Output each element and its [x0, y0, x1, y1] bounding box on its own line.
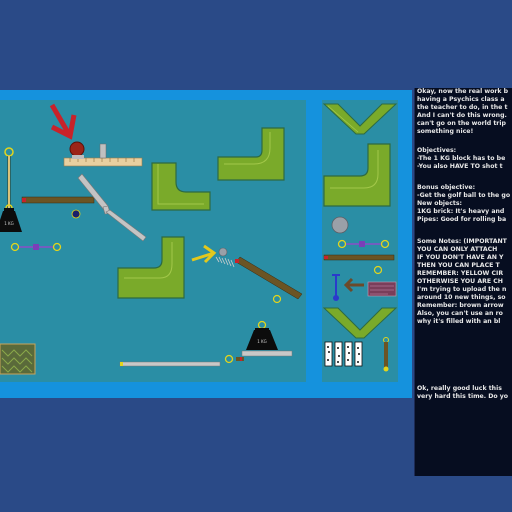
instruction-line: Bonus objective:: [417, 184, 476, 191]
weight-label-left: 1 KG: [4, 221, 14, 226]
plank-left[interactable]: [21, 196, 95, 204]
part-vertical-stick[interactable]: [383, 337, 389, 372]
instruction-line: Also, you can't use an ro: [417, 310, 503, 317]
grey-ramp[interactable]: [77, 173, 147, 242]
instructions-panel: Okay, now the real work b having a Psych…: [414, 88, 512, 476]
instruction-line: something nice!: [417, 128, 474, 135]
plank-bottom-right[interactable]: [224, 350, 293, 364]
instruction-line: around 10 new things, so: [417, 294, 506, 301]
green-pipe-s[interactable]: [151, 162, 211, 211]
instruction-line: Objectives:: [417, 147, 457, 154]
golf-ball[interactable]: [218, 247, 228, 257]
plank-tilted-right[interactable]: [235, 256, 303, 300]
instruction-line: And I can't do this wrong.: [417, 112, 507, 119]
part-golf-ball[interactable]: [331, 216, 349, 234]
instruction-line: -Get the golf ball to the go: [417, 192, 511, 199]
instruction-line: IF YOU DON'T HAVE AN Y: [417, 254, 504, 261]
part-funnel-top[interactable]: [322, 103, 398, 135]
pendulum-weight-left[interactable]: [0, 147, 22, 232]
part-funnel-bottom[interactable]: [322, 307, 398, 339]
instruction-line: -The 1 KG block has to be: [417, 155, 506, 162]
brown-arrow-icon: [343, 277, 364, 293]
instruction-line: can't go on the world trip: [417, 120, 506, 127]
instruction-line: I'm trying to upload the n: [417, 286, 507, 293]
weight-bottom-right[interactable]: [246, 320, 278, 351]
blue-ball[interactable]: [71, 209, 81, 219]
instruction-line: Okay, now the real work b: [417, 88, 509, 95]
red-arrow-icon: [49, 103, 77, 140]
red-ball[interactable]: [69, 141, 85, 157]
part-blue-stand[interactable]: [332, 274, 340, 301]
instruction-line: OTHERWISE YOU ARE CH: [417, 278, 503, 285]
instruction-line: Some Notes: (IMPORTANT: [417, 238, 507, 245]
yellow-arrow-icon: [191, 244, 217, 264]
parts-bin[interactable]: [322, 100, 398, 382]
instruction-line: why it's filled with an bl: [417, 318, 501, 325]
instruction-line: Ok, really good luck this: [417, 385, 502, 392]
part-spring-connector[interactable]: [337, 239, 390, 249]
play-area[interactable]: 1 KG: [0, 100, 306, 382]
spring-launcher[interactable]: [215, 256, 235, 268]
instruction-line: YOU CAN ONLY ATTACH: [417, 246, 498, 253]
grey-bar[interactable]: [119, 361, 221, 367]
instruction-line: 1KG brick: It's heavy and: [417, 208, 505, 215]
instruction-line: REMEMBER: YELLOW CIR: [417, 270, 504, 277]
green-pipe-elbow-bottom[interactable]: [117, 236, 185, 299]
instruction-line: THEN YOU CAN PLACE T: [417, 262, 500, 269]
ruler-plank[interactable]: [63, 143, 143, 167]
instruction-line: New objects:: [417, 200, 463, 207]
spring-connector-left[interactable]: [10, 242, 62, 252]
instruction-line: the teacher to do, in the t: [417, 104, 508, 111]
part-purple-box[interactable]: [367, 281, 397, 297]
green-crate[interactable]: [0, 343, 36, 375]
instruction-line: very hard this time. Do yo: [417, 393, 509, 400]
pivot-circle[interactable]: [272, 294, 282, 304]
instruction-line: Remember: brown arrow: [417, 302, 504, 309]
part-plank[interactable]: [323, 254, 395, 275]
part-pipe-elbow[interactable]: [323, 143, 391, 207]
green-pipe-elbow-top[interactable]: [217, 127, 285, 181]
instruction-line: having a Psychics class a: [417, 96, 505, 103]
instruction-line: Pipes: Good for rolling ba: [417, 216, 507, 223]
weight-label-bottom: 1 KG: [257, 339, 267, 344]
instruction-line: -You also HAVE TO shot t: [417, 163, 503, 170]
part-dominoes[interactable]: [324, 341, 363, 367]
ball-stand[interactable]: [72, 155, 84, 159]
